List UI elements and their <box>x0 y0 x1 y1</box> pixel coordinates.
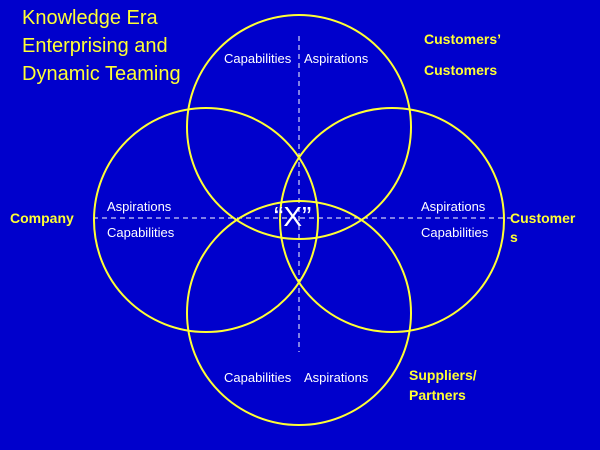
company-label: Company <box>10 210 74 226</box>
customers-customers-label-line1: Customers’ <box>424 31 502 47</box>
circle-right <box>279 107 505 333</box>
bottom-circle-capabilities: Capabilities <box>224 370 292 385</box>
left-circle-capabilities: Capabilities <box>107 225 175 240</box>
customers-customers-label-line2: Customers <box>424 62 498 78</box>
right-circle-capabilities: Capabilities <box>421 225 489 240</box>
customers-label-line2: s <box>510 229 518 245</box>
top-circle-capabilities: Capabilities <box>224 51 292 66</box>
circle-left <box>93 107 319 333</box>
bottom-circle-aspirations: Aspirations <box>304 370 369 385</box>
suppliers-label-line1: Suppliers/ <box>409 367 477 383</box>
circle-bottom <box>186 200 412 426</box>
customers-label-line1: Customer <box>510 210 576 226</box>
right-circle-aspirations: Aspirations <box>421 199 486 214</box>
top-circle-aspirations: Aspirations <box>304 51 369 66</box>
circle-top <box>186 14 412 240</box>
suppliers-label-line2: Partners <box>409 387 466 403</box>
title-line-3: Dynamic Teaming <box>22 63 181 85</box>
center-x-label: “X” <box>274 201 312 232</box>
left-circle-aspirations: Aspirations <box>107 199 172 214</box>
title-line-2: Enterprising and <box>22 35 168 57</box>
title-line-1: Knowledge Era <box>22 7 158 29</box>
